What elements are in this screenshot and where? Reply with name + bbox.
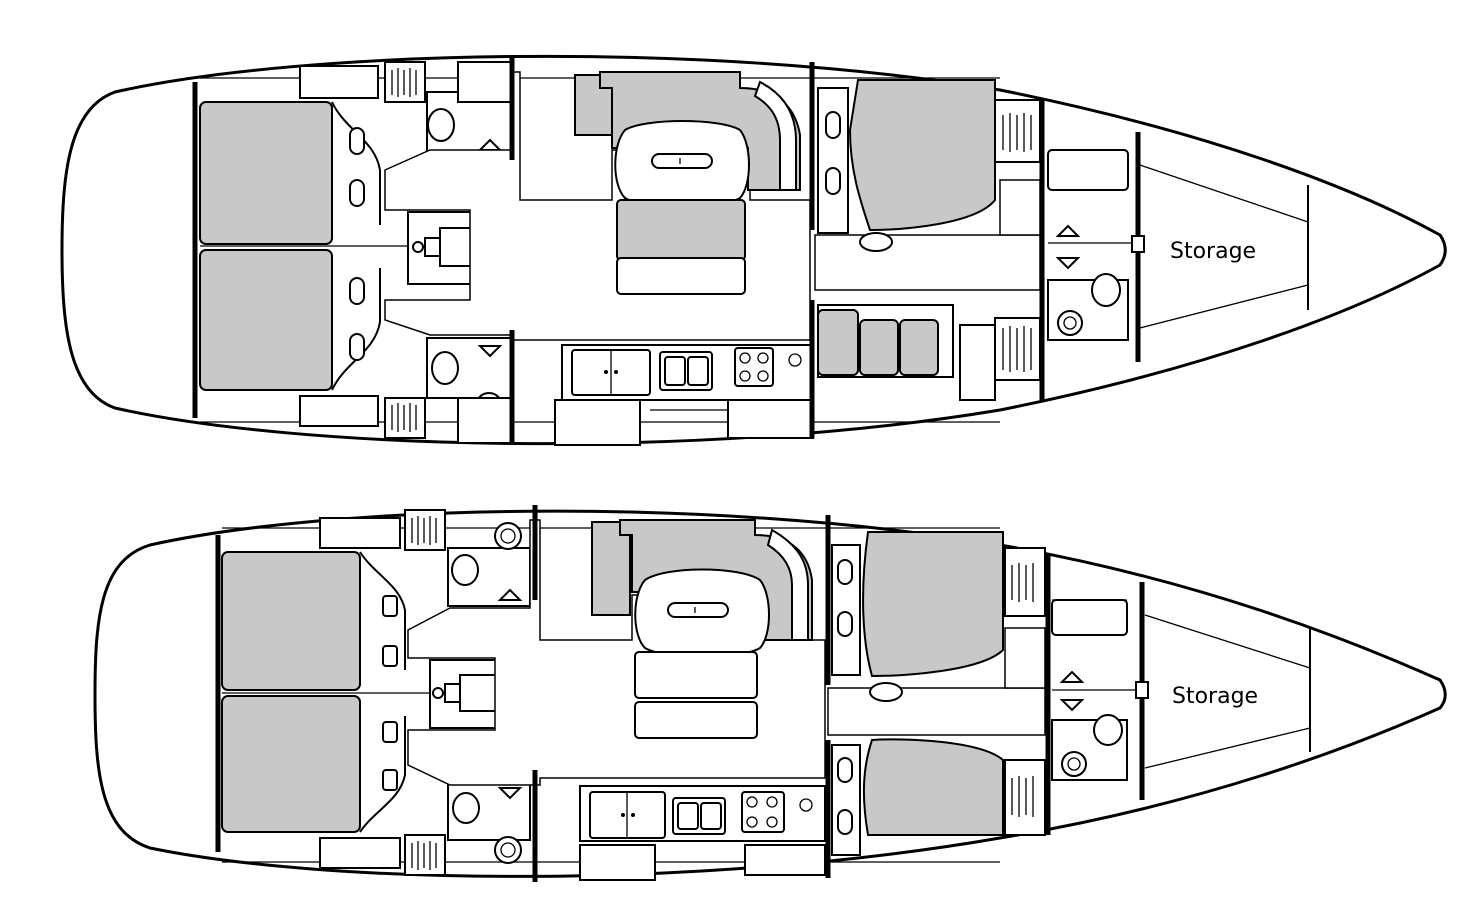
storage-label-bottom: Storage (1172, 684, 1258, 709)
storage-label-top: Storage (1170, 239, 1256, 264)
aft-berth-upper (221, 551, 361, 691)
layout-bottom: Storage (93, 505, 1447, 882)
fwd-berth-top (848, 79, 996, 232)
layout-top: Storage (60, 54, 1447, 446)
aft-berth-lower (221, 695, 361, 833)
fwd-berth-top (862, 531, 1004, 678)
aft-berth-lower (199, 249, 333, 391)
fwd-berth-bottom (862, 738, 1004, 836)
aft-berth-upper (199, 101, 333, 245)
